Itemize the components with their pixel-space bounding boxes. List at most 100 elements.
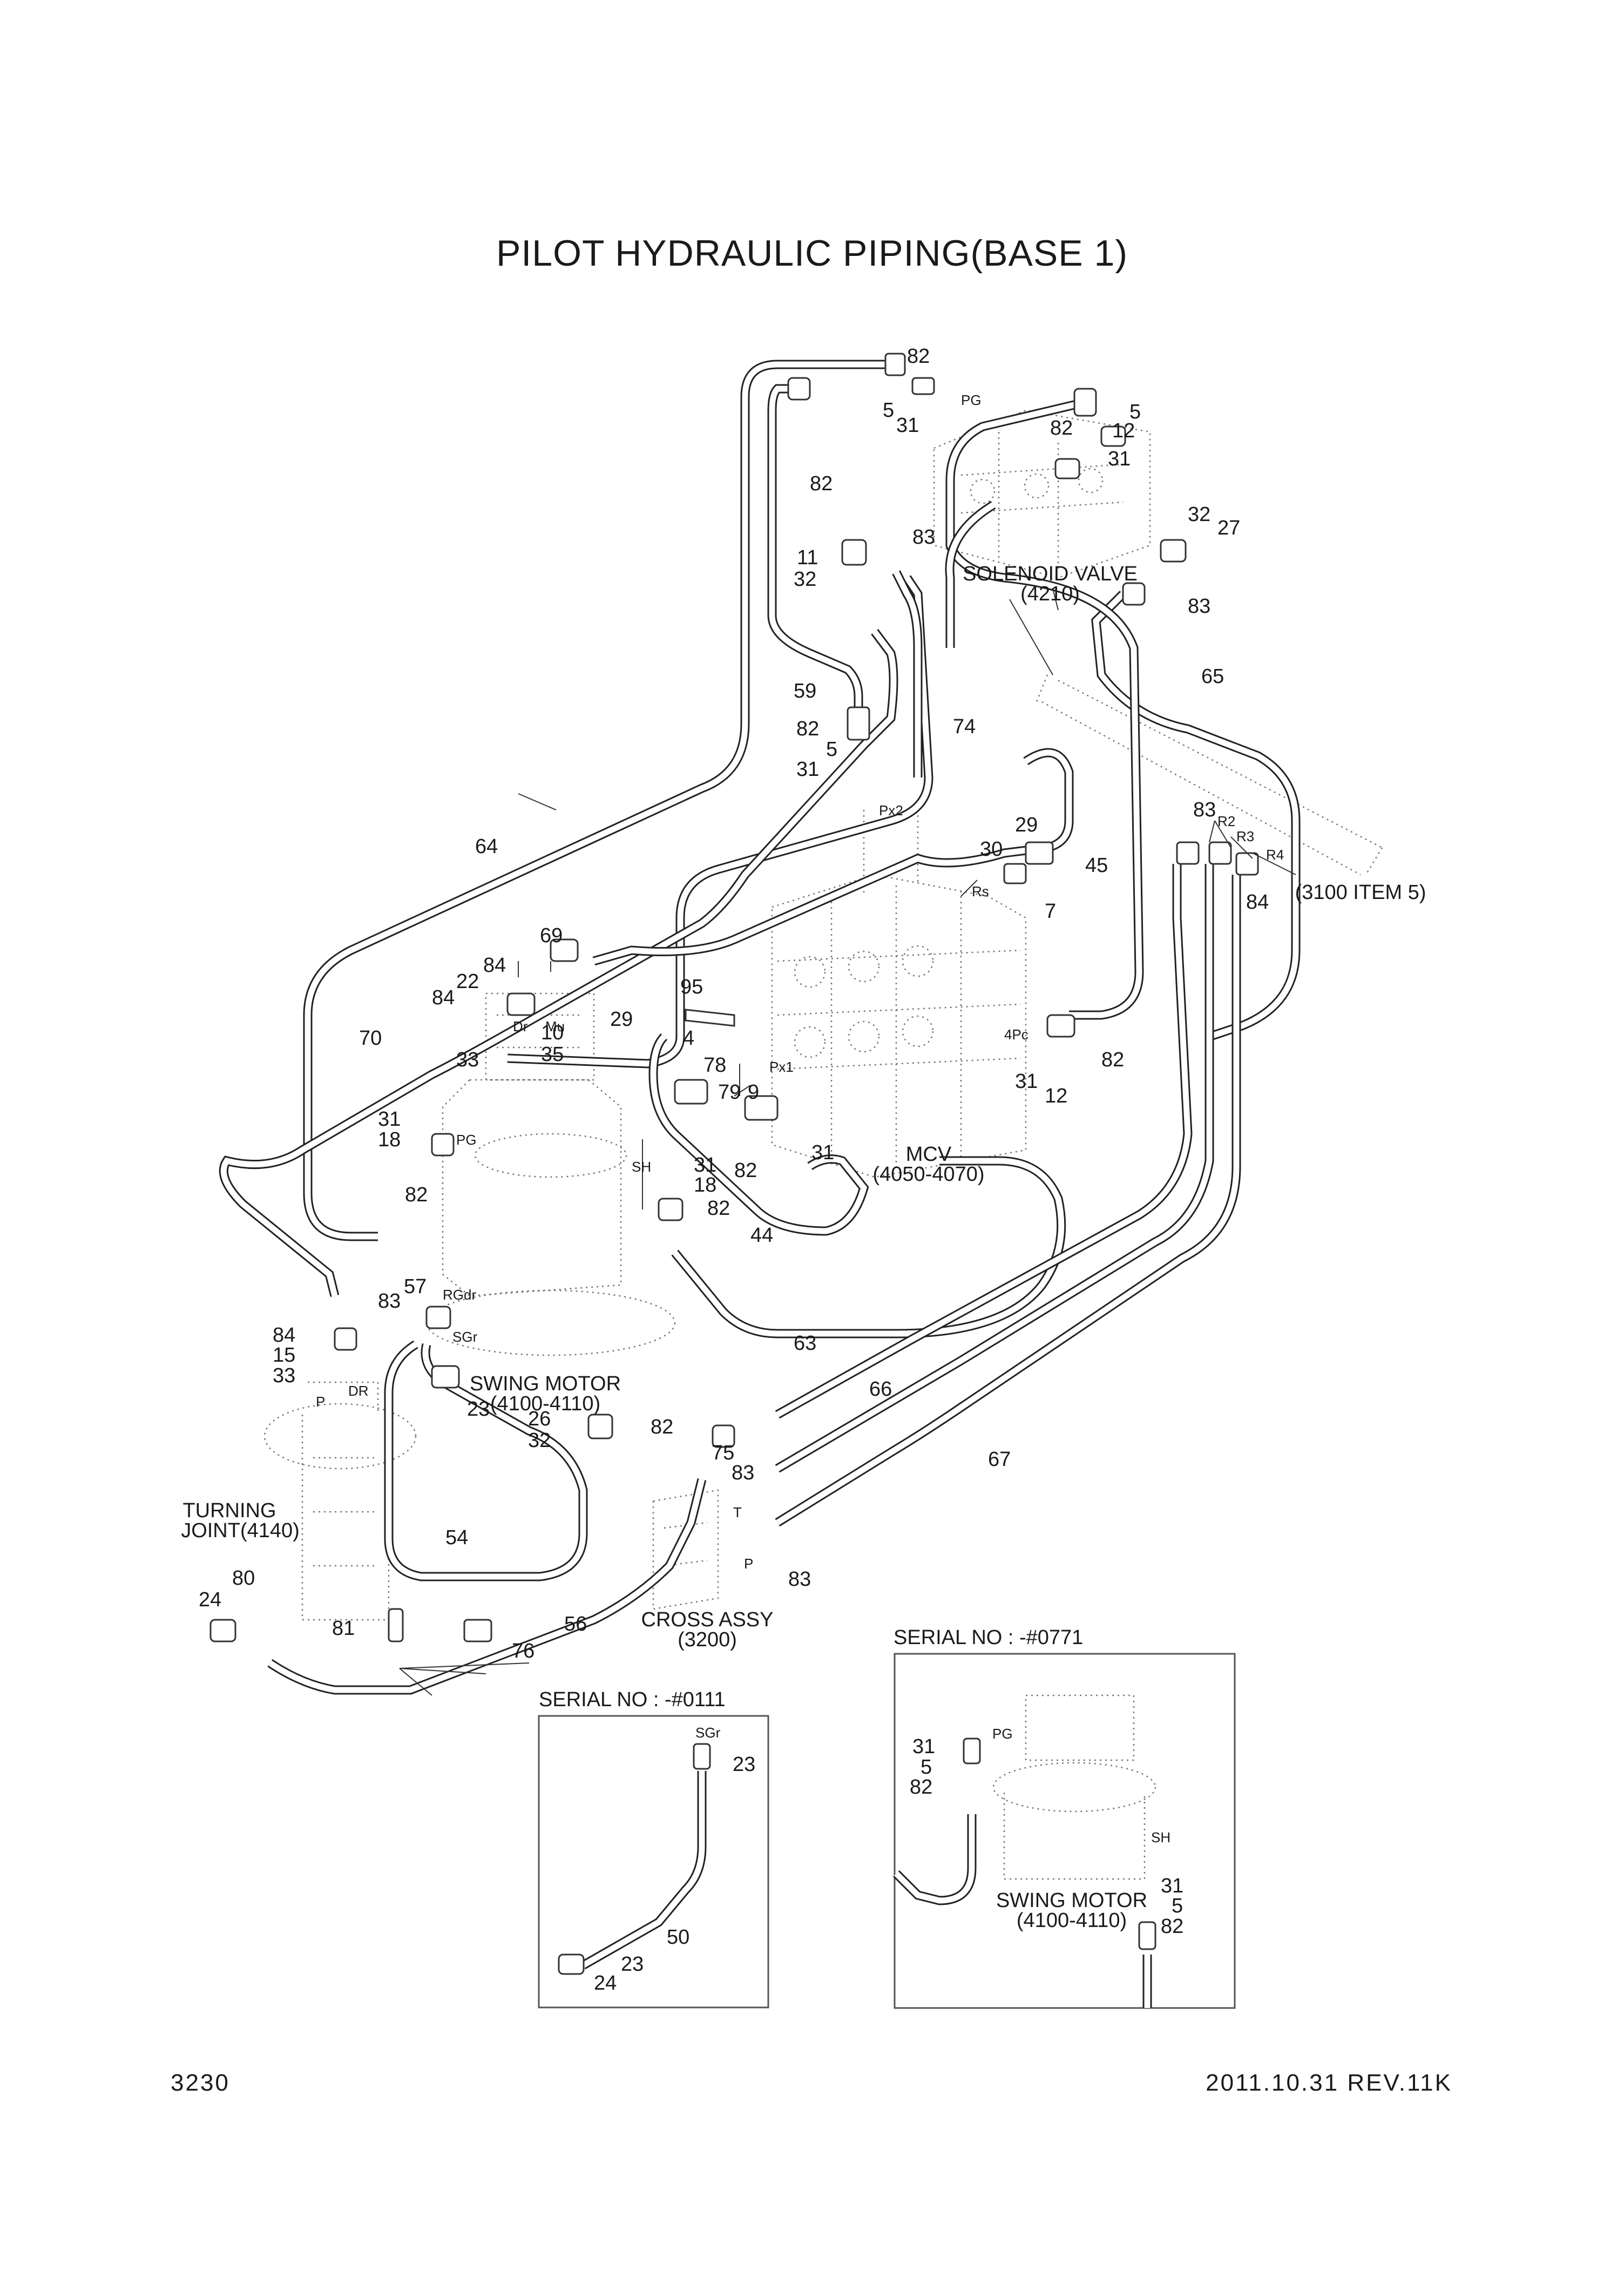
callout: 5 xyxy=(883,399,894,422)
port-rgdr: RGdr xyxy=(443,1287,476,1303)
inset-right-component-code: (4100-4110) xyxy=(1017,1909,1127,1932)
callout: 7 xyxy=(1045,900,1056,923)
callout: 82 xyxy=(907,345,930,368)
port-sh: SH xyxy=(632,1159,651,1175)
inset-left-port: SGr xyxy=(695,1725,721,1741)
callout: 33 xyxy=(456,1049,479,1071)
callout: 32 xyxy=(794,568,816,591)
callout: 84 xyxy=(273,1324,295,1347)
callout: 83 xyxy=(788,1568,811,1591)
callout: 75 xyxy=(712,1442,734,1464)
callout: 82 xyxy=(734,1159,757,1182)
callout: 84 xyxy=(432,986,455,1009)
callout: 83 xyxy=(1193,799,1216,821)
turning-joint-body xyxy=(263,1381,417,1621)
port-r3: R3 xyxy=(1236,828,1254,844)
hose-44 xyxy=(648,1033,869,1236)
callout: 82 xyxy=(1101,1049,1124,1071)
inset-right-port-sh: SH xyxy=(1151,1829,1170,1845)
callout: 23 xyxy=(467,1398,490,1421)
callout: 83 xyxy=(732,1462,754,1484)
callout: 22 xyxy=(456,970,479,993)
port-px1: Px1 xyxy=(769,1059,794,1075)
mcv-body xyxy=(771,810,1027,1178)
cross-assy-code: (3200) xyxy=(678,1628,737,1651)
turning-joint-code: JOINT(4140) xyxy=(181,1519,300,1542)
callout: 83 xyxy=(378,1290,401,1313)
callout: 31 xyxy=(896,414,919,437)
inset-left-heading: SERIAL NO : -#0111 xyxy=(539,1688,726,1711)
callout: 82 xyxy=(910,1776,932,1799)
fittings xyxy=(209,353,1259,1642)
callout: 18 xyxy=(694,1174,716,1196)
hose-66-67 xyxy=(775,864,1241,1527)
hose-74 xyxy=(219,628,898,1297)
callout: 31 xyxy=(1108,448,1131,470)
callout: 67 xyxy=(988,1448,1011,1471)
callout: 64 xyxy=(475,835,498,858)
callout: 82 xyxy=(796,718,819,740)
callout: 50 xyxy=(667,1926,689,1949)
callout: 23 xyxy=(621,1953,644,1976)
callout: 31 xyxy=(796,758,819,781)
callout: 24 xyxy=(594,1972,617,1994)
hose-64 xyxy=(303,360,885,1241)
callout: 29 xyxy=(610,1008,633,1031)
callout: 4 xyxy=(683,1027,694,1050)
callout: 65 xyxy=(1201,665,1224,688)
callout: 32 xyxy=(528,1429,551,1452)
callout: 84 xyxy=(1246,891,1269,914)
callout: 9 xyxy=(748,1081,759,1104)
mcv-code: (4050-4070) xyxy=(872,1163,984,1186)
page-number: 3230 xyxy=(171,2070,230,2096)
callout: 26 xyxy=(528,1408,551,1430)
callout: 44 xyxy=(750,1224,773,1247)
callout: 27 xyxy=(1217,517,1240,539)
hose-56 xyxy=(267,1478,707,1695)
port-pg-swing: PG xyxy=(456,1132,477,1148)
callout: 15 xyxy=(273,1344,295,1367)
callout: 12 xyxy=(1112,420,1135,442)
callout: 84 xyxy=(483,954,506,977)
port-p-turning: P xyxy=(316,1394,325,1410)
callout: 82 xyxy=(1050,417,1073,440)
callout: 76 xyxy=(512,1640,534,1662)
callout: 24 xyxy=(199,1588,221,1611)
callout: 5 xyxy=(1172,1895,1183,1917)
hose-45 xyxy=(945,397,1144,1020)
callout: 5 xyxy=(1129,401,1141,423)
turning-joint-label: TURNING xyxy=(182,1499,276,1522)
swing-motor-label: SWING MOTOR xyxy=(470,1373,621,1395)
port-dr: Dr xyxy=(513,1018,528,1035)
callout: 59 xyxy=(794,680,816,702)
callout: 31 xyxy=(1015,1070,1038,1093)
callout: 82 xyxy=(651,1416,673,1438)
callout: 56 xyxy=(564,1613,587,1635)
callout: 79 xyxy=(718,1081,741,1104)
callout: 82 xyxy=(810,472,833,495)
hose-upper-loop xyxy=(892,501,996,777)
callout: 10 xyxy=(541,1022,564,1044)
callout: 31 xyxy=(694,1154,716,1177)
leader-lines xyxy=(399,588,1296,1696)
callout: 31 xyxy=(912,1735,935,1758)
page-title: PILOT HYDRAULIC PIPING(BASE 1) xyxy=(496,233,1128,274)
callout: 35 xyxy=(541,1043,564,1066)
callout: 83 xyxy=(912,526,935,549)
port-t-cross: T xyxy=(733,1504,742,1520)
port-sgr: SGr xyxy=(452,1329,478,1345)
port-4pc: 4Pc xyxy=(1004,1026,1028,1043)
swing-motor-code: (4100-4110) xyxy=(490,1392,600,1415)
hose-65 xyxy=(1091,590,1301,1042)
callout: 30 xyxy=(980,838,1003,861)
port-px2: Px2 xyxy=(879,802,903,819)
callout: 11 xyxy=(797,546,818,569)
callout: 57 xyxy=(404,1275,427,1298)
hose-63 xyxy=(671,1156,1066,1338)
callout: 23 xyxy=(733,1753,755,1776)
inset-serial-0111: SERIAL NO : -#0111 SGr 23 50 23 24 xyxy=(538,1688,769,2009)
callout: 54 xyxy=(445,1526,468,1549)
hose-59 xyxy=(767,384,863,718)
callout-numbers: 82 5 31 5 82 12 31 82 83 11 32 32 27 83 … xyxy=(199,345,1269,1662)
